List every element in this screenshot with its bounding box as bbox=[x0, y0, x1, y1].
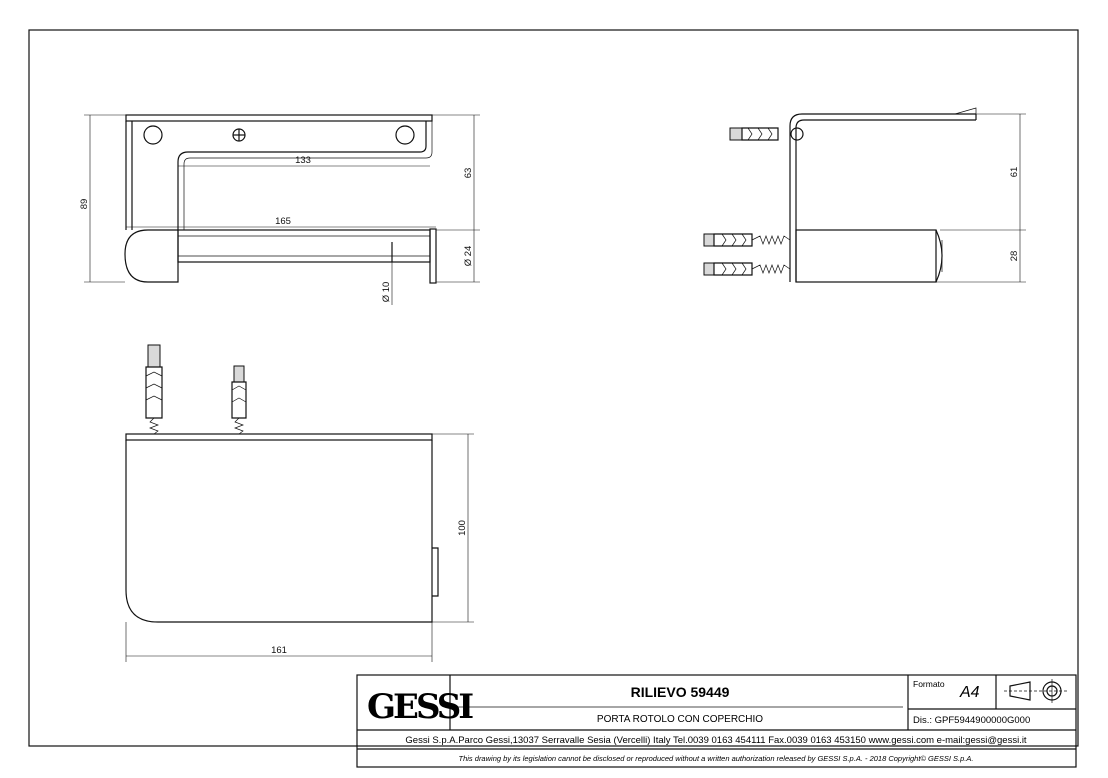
wall-anchor-top bbox=[729, 127, 804, 141]
company-address: Gessi S.p.A.Parco Gessi,13037 Serravalle… bbox=[405, 735, 1027, 746]
top-view: 100 161 bbox=[125, 344, 474, 662]
dim-front-cap-diameter: Ø 24 bbox=[463, 246, 474, 267]
format-label: Formato bbox=[913, 679, 945, 689]
dim-top-width: 161 bbox=[271, 645, 287, 656]
wall-anchor-right bbox=[231, 365, 247, 435]
wall-anchor-left bbox=[145, 344, 163, 435]
dim-front-height: 89 bbox=[79, 199, 90, 210]
dim-front-upper-height: 63 bbox=[463, 168, 474, 179]
dim-side-lower: 28 bbox=[1009, 251, 1020, 262]
wall-anchor-middle bbox=[703, 233, 791, 247]
drawing-number: Dis.: GPF5944900000G000 bbox=[913, 715, 1030, 726]
front-view: 89 133 165 63 Ø 24 Ø 10 bbox=[79, 114, 480, 305]
format-value: A4 bbox=[959, 684, 980, 701]
drawing-frame bbox=[28, 29, 1079, 747]
legal-note: This drawing by its legislation cannot b… bbox=[459, 754, 974, 763]
brand-logo: GESSI bbox=[367, 687, 473, 727]
dim-front-bar-width: 133 bbox=[295, 155, 311, 166]
dim-side-upper: 61 bbox=[1009, 167, 1020, 178]
drawing-subtitle: PORTA ROTOLO CON COPERCHIO bbox=[597, 714, 763, 725]
dim-front-rod-length: 165 bbox=[275, 216, 291, 227]
wall-anchor-bottom bbox=[703, 262, 791, 276]
dim-top-depth: 100 bbox=[457, 520, 468, 536]
drawing-title: RILIEVO 59449 bbox=[631, 684, 730, 700]
dim-front-rod-diameter: Ø 10 bbox=[381, 282, 392, 303]
title-block: GESSI RILIEVO 59449 PORTA ROTOLO CON COP… bbox=[356, 674, 1077, 768]
screw-head-icon bbox=[232, 128, 246, 142]
side-view: 61 28 bbox=[703, 107, 1026, 283]
first-angle-projection-icon bbox=[1004, 679, 1068, 703]
